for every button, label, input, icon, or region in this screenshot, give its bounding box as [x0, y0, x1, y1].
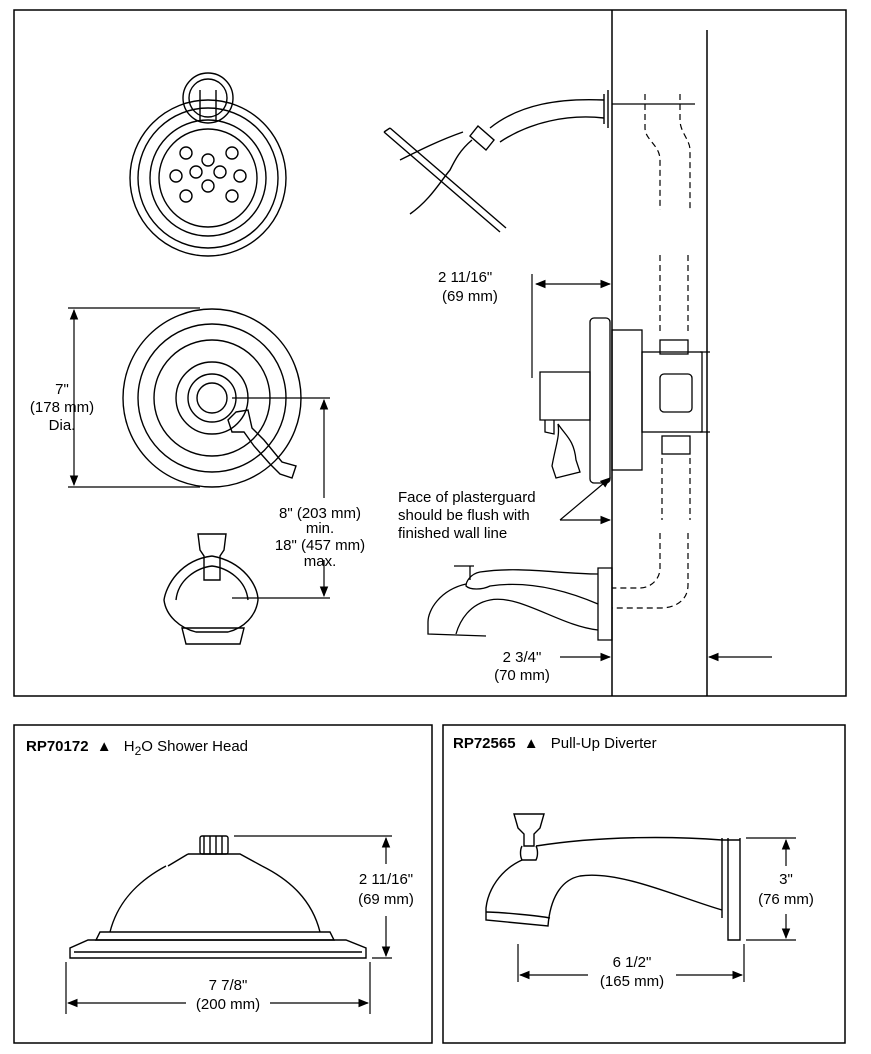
diverter-title: RP72565 ▲ Pull-Up Diverter: [453, 735, 657, 752]
tub-spout-side-view: [427, 565, 613, 641]
shower-head-front-view: [129, 72, 287, 257]
shower-head-title: RP70172 ▲ H2O Shower Head: [26, 738, 248, 758]
shower-head-side-view: [383, 90, 609, 233]
diverter-title-text: Pull-Up Diverter: [551, 735, 657, 752]
shower-head-title-sub: 2: [135, 744, 142, 758]
shower-head-title-prefix: H: [124, 738, 135, 755]
plasterguard-note-2: should be flush with: [398, 507, 530, 524]
shower-head-title-suffix: O Shower Head: [141, 738, 248, 755]
main-dimension-lines: [68, 103, 772, 662]
depth-top-label-2: (69 mm): [442, 288, 498, 305]
shower-head-dimensions: [65, 835, 392, 1014]
diverter-marker: ▲: [524, 735, 539, 752]
shower-head-width-2: (200 mm): [196, 996, 260, 1013]
plasterguard-note-3: finished wall line: [398, 525, 507, 542]
shower-head-panel-frame: [13, 724, 433, 1044]
depth-top-label-1: 2 11/16": [438, 269, 492, 286]
plasterguard-note-1: Face of plasterguard: [398, 489, 536, 506]
diverter-part-number: RP72565: [453, 735, 516, 752]
shower-head-height-2: (69 mm): [358, 891, 414, 908]
shower-head-drawing: [69, 835, 367, 959]
trim-dia-label-2: (178 mm): [30, 399, 94, 416]
shower-head-marker: ▲: [97, 738, 112, 755]
diverter-drawing: [485, 813, 741, 941]
diverter-panel-frame: [442, 724, 846, 1044]
diverter-height-1: 3": [779, 871, 793, 888]
diverter-width-2: (165 mm): [600, 973, 664, 990]
diverter-dimensions: [517, 837, 796, 982]
trim-dia-label-1: 7": [55, 381, 69, 398]
shower-head-part-number: RP70172: [26, 738, 89, 755]
spacing-label-1: 8" (203 mm): [279, 505, 361, 522]
spout-depth-label-2: (70 mm): [494, 667, 550, 684]
tub-spout-front-view: [163, 533, 259, 645]
trim-dia-label-3: Dia.: [49, 417, 76, 434]
rough-plumbing-outline: [612, 94, 691, 609]
spout-depth-label-1: 2 3/4": [503, 649, 542, 666]
shower-head-width-1: 7 7/8": [209, 977, 248, 994]
spacing-label-2: min.: [306, 520, 334, 537]
spacing-label-4: max.: [304, 553, 337, 570]
spacing-label-3: 18" (457 mm): [275, 537, 365, 554]
shower-head-height-1: 2 11/16": [359, 871, 413, 888]
diverter-width-1: 6 1/2": [613, 954, 652, 971]
diverter-height-2: (76 mm): [758, 891, 814, 908]
main-panel-frame: [13, 9, 847, 697]
valve-side-view: [539, 317, 710, 484]
